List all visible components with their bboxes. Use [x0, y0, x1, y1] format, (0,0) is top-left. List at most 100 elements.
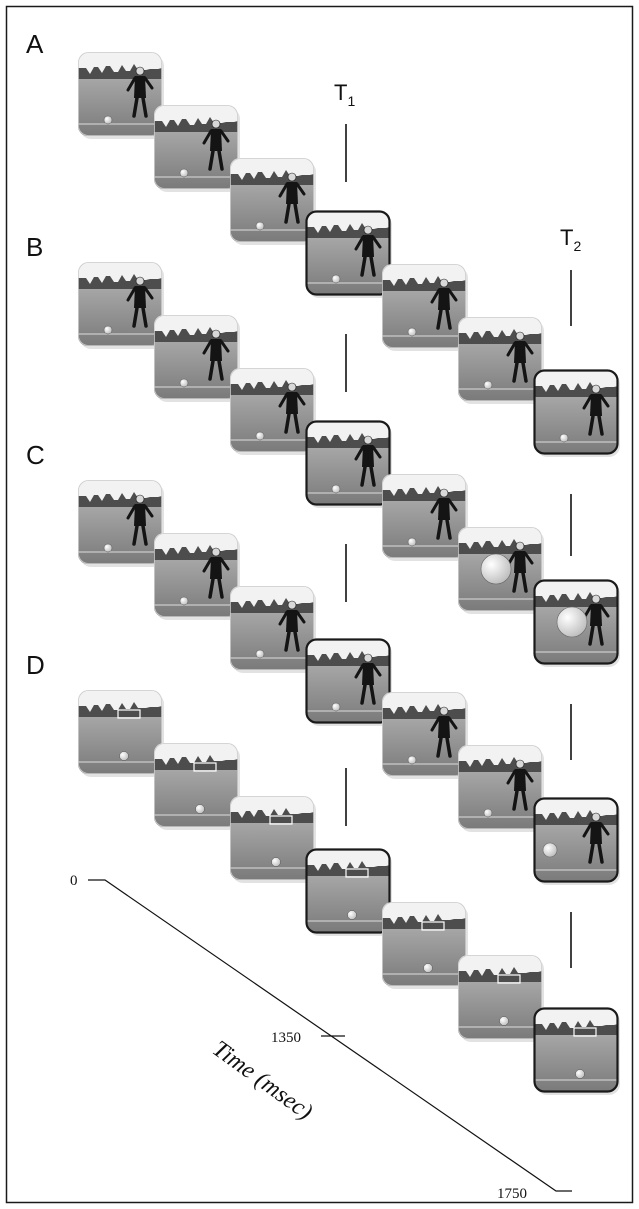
player-arms: [278, 610, 306, 626]
player-legs: [588, 624, 604, 646]
player-legs: [132, 96, 148, 118]
player-legs: [284, 202, 300, 224]
player-arms: [354, 235, 382, 251]
frame-border: [78, 52, 162, 136]
frame-border: [230, 368, 314, 452]
player: [506, 759, 534, 811]
frame-sequences: [78, 52, 620, 1095]
player-head: [439, 706, 449, 716]
frame-a-1: [78, 52, 164, 139]
player-head: [591, 594, 601, 604]
player: [278, 172, 306, 224]
field: [78, 289, 162, 346]
player: [126, 494, 154, 546]
frame-border: [382, 902, 466, 986]
frame-scene: [382, 264, 466, 348]
frame-b-3: [230, 368, 316, 455]
frame-border-target: [305, 420, 391, 506]
player-legs: [208, 577, 224, 599]
frame-c-2: [154, 533, 240, 620]
field: [458, 982, 542, 1039]
field: [306, 876, 390, 933]
player-arms: [354, 445, 382, 461]
player-torso: [590, 394, 602, 416]
field: [306, 238, 390, 295]
frame-border: [154, 315, 238, 399]
player-legs: [436, 518, 452, 540]
frame-c-5: [382, 692, 468, 779]
frame-scene: [306, 421, 390, 505]
frame-a-4: [305, 210, 392, 298]
field: [458, 344, 542, 401]
player-arms: [582, 822, 610, 838]
player-legs: [360, 255, 376, 277]
player-arms: [278, 392, 306, 408]
player-arms: [506, 341, 534, 357]
player-torso: [134, 76, 146, 98]
player-torso: [362, 663, 374, 685]
frame-d-6: [458, 955, 544, 1042]
ball: [103, 543, 113, 553]
player-torso: [286, 610, 298, 632]
frame-scene: [154, 533, 238, 617]
ball: [331, 274, 341, 284]
player-torso: [210, 557, 222, 579]
player-arms: [430, 288, 458, 304]
frame-a-5: [382, 264, 468, 351]
player-torso: [438, 288, 450, 310]
player-arms: [126, 286, 154, 302]
frame-scene: [534, 798, 618, 882]
ball: [255, 649, 265, 659]
frame-scene: [154, 315, 238, 399]
ball: [407, 327, 417, 337]
panel-label-c: C: [26, 440, 45, 470]
panel-label-d: D: [26, 650, 45, 680]
player-legs: [588, 414, 604, 436]
field: [230, 395, 314, 452]
frame-scene: [458, 527, 542, 611]
player-torso: [514, 551, 526, 573]
sequence-c: [78, 480, 620, 885]
player-arms: [202, 557, 230, 573]
goal: [193, 762, 217, 772]
player-torso: [514, 769, 526, 791]
frame-border-target: [533, 369, 619, 455]
player-torso: [590, 822, 602, 844]
frame-c-4: [305, 638, 392, 726]
ball: [179, 168, 189, 178]
frame-d-3: [230, 796, 316, 883]
player-head: [211, 329, 221, 339]
frame-scene: [78, 480, 162, 564]
frame-a-7: [533, 369, 620, 457]
player-legs: [436, 308, 452, 330]
frame-scene: [230, 158, 314, 242]
player: [202, 329, 230, 381]
ball: [103, 325, 113, 335]
target-label-t1-letter: T: [334, 80, 347, 105]
player-legs: [512, 571, 528, 593]
player-legs: [512, 361, 528, 383]
player-torso: [362, 235, 374, 257]
ball: [407, 537, 417, 547]
player-torso: [438, 498, 450, 520]
frame-b-6: [458, 527, 544, 614]
frame-d-1: [78, 690, 164, 777]
player-legs: [436, 736, 452, 758]
panel-label-b: B: [26, 232, 43, 262]
frame-scene: [306, 849, 390, 933]
field: [154, 560, 238, 617]
goal: [497, 974, 521, 984]
frame-a-2: [154, 105, 240, 192]
field: [382, 719, 466, 776]
player-head: [287, 600, 297, 610]
target-label-t2-sub: 2: [573, 238, 581, 254]
frame-scene: [230, 796, 314, 880]
player-torso: [134, 286, 146, 308]
target-label-t1: T1: [334, 80, 355, 109]
field: [458, 772, 542, 829]
frame-scene: [534, 580, 618, 664]
player-head: [363, 435, 373, 445]
player-arms: [582, 394, 610, 410]
frame-border: [230, 796, 314, 880]
frame-a-3: [230, 158, 316, 245]
